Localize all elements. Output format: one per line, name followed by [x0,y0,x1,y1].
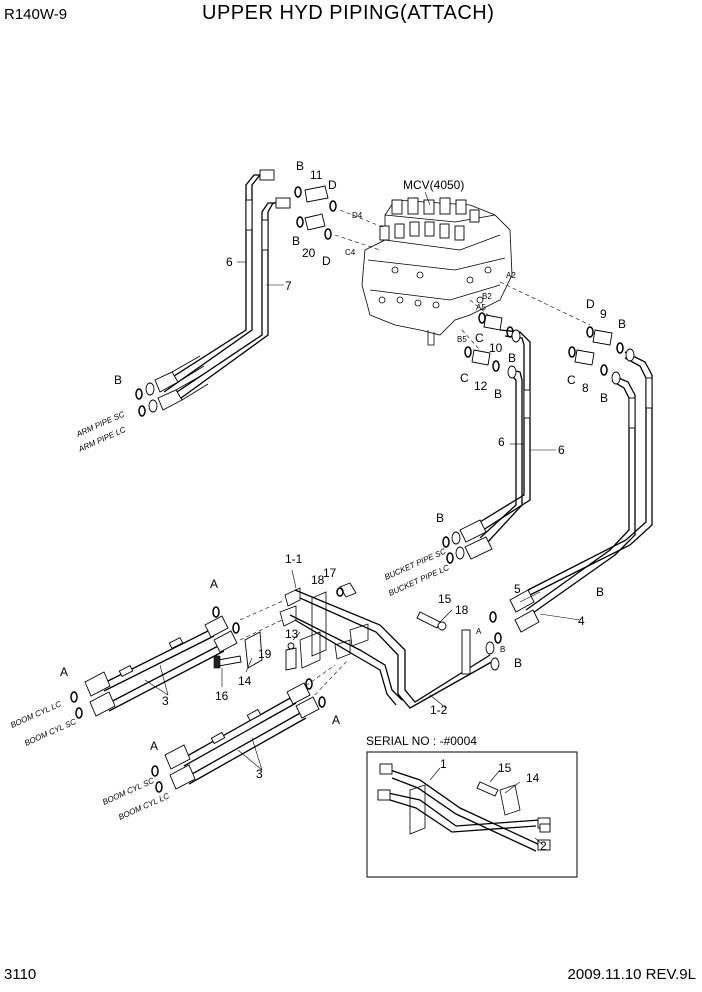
callout-b-7: B [600,391,608,405]
port-b-label: B [500,645,505,654]
mcv-label: MCV(4050) [403,178,464,192]
callout-17: 17 [323,566,337,580]
callout-15-a: 15 [438,592,452,606]
callout-1-2: 1-2 [430,703,448,717]
bucket-hoses [442,312,531,564]
callout-12: 12 [474,379,488,393]
boom-cyl-sc-label-1: BOOM CYL SC [23,717,77,748]
boom-cyl-hoses-upper [70,606,240,719]
callout-6-bucket-2: 6 [558,443,565,457]
model-code: R140W-9 [4,6,68,23]
callout-14-a: 14 [238,674,252,688]
callout-18-b: 18 [455,603,469,617]
serial-label: SERIAL NO : -#0004 [366,734,477,748]
port-b2-label: B2 [482,292,492,301]
callout-6-arm: 6 [226,255,233,269]
callout-b-10: B [596,585,604,599]
callout-16: 16 [215,689,229,703]
callout-b-5: B [508,351,516,365]
main-control-valve [361,197,513,346]
callout-a-1: A [210,577,218,591]
callout-9: 9 [600,307,607,321]
callout-b-2: B [292,234,300,248]
callout-a-3: A [332,713,340,727]
port-a-label: A [476,627,482,636]
callout-a-2: A [60,665,68,679]
port-a2-label: A2 [506,271,516,280]
callout-5: 5 [514,582,521,596]
callout-15-b: 15 [498,761,512,775]
hardware-items [213,582,447,671]
serial-inset-pipes [377,763,551,852]
callout-1: 1 [440,757,447,771]
boom-cyl-hoses-lower [151,678,326,793]
fittings-11-20 [294,185,337,240]
callout-b-9: B [514,656,522,670]
callout-20: 20 [302,246,316,260]
callout-18-a: 18 [311,573,325,587]
port-d4-label: D4 [352,211,363,220]
arm-hoses [135,169,291,417]
serial-inset-box [366,751,578,878]
pipe-assembly [279,587,500,709]
callout-19: 19 [258,647,272,661]
callouts: 11 B D B 20 D 6 7 B D 9 B C 10 B C 12 B … [60,159,626,853]
date-revision: 2009.11.10 REV.9L [567,966,696,983]
callout-a-4: A [150,739,158,753]
boom-hoses-4-5 [489,326,653,644]
callout-4: 4 [578,614,585,628]
callout-13: 13 [285,627,299,641]
callout-d-2: D [322,254,331,268]
callout-1-1: 1-1 [285,552,303,566]
callout-b-6: B [494,387,502,401]
leader-lines [144,261,581,846]
callout-b-8: B [436,511,444,525]
callout-b-3: B [114,373,122,387]
port-b5-label: B5 [457,335,467,344]
callout-c-1: C [475,331,484,345]
callout-b-1: B [296,159,304,173]
callout-8: 8 [582,381,589,395]
port-a5-label: A5 [476,303,486,312]
callout-d-1: D [328,178,337,192]
callout-3-upper: 3 [162,694,169,708]
callout-b-4: B [618,317,626,331]
callout-c-3: C [567,373,576,387]
callout-14-b: 14 [526,771,540,785]
callout-11: 11 [310,168,323,182]
callout-6-bucket-1: 6 [498,435,505,449]
port-c4-label: C4 [345,248,356,257]
callout-10: 10 [489,341,503,355]
page-number: 3110 [4,966,37,983]
callout-3-lower: 3 [256,767,263,781]
callout-7: 7 [285,279,292,293]
page-title: UPPER HYD PIPING(ATTACH) [202,2,495,24]
callout-d-3: D [586,297,595,311]
callout-c-2: C [460,371,469,385]
callout-2: 2 [540,839,547,853]
